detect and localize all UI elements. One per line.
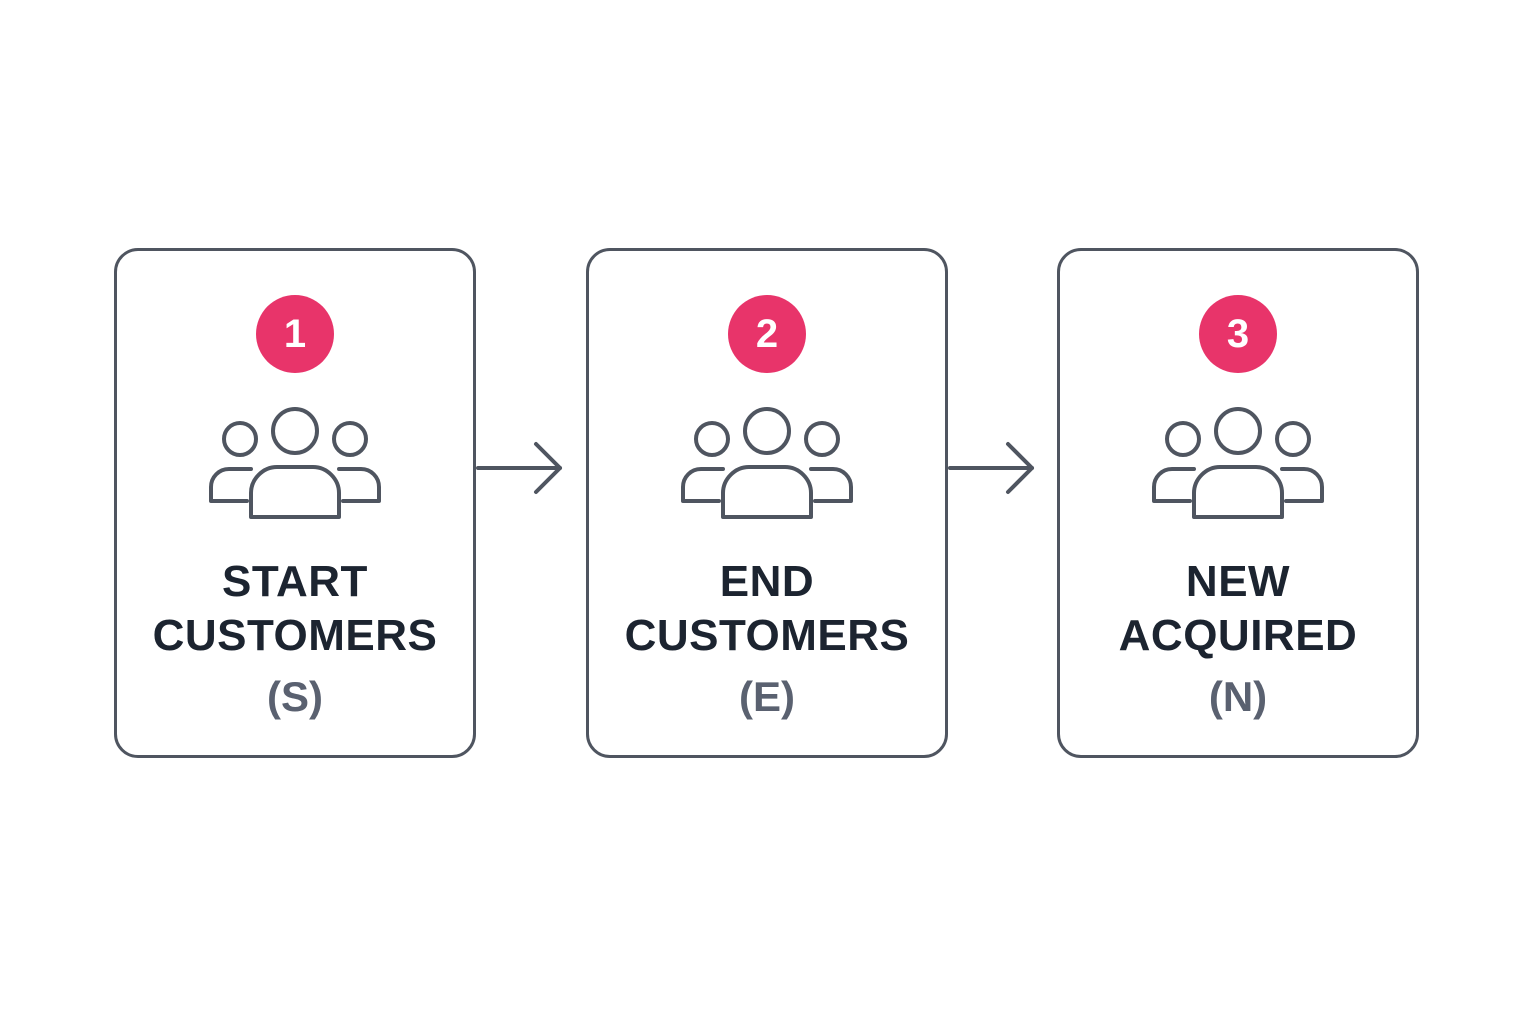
step-number-badge: 3 — [1199, 295, 1277, 373]
step-title: NEW ACQUIRED — [1060, 555, 1416, 663]
people-group-icon — [1152, 407, 1324, 519]
step-card-new-acquired: 3 NEW ACQUIRED (N) — [1057, 248, 1419, 758]
step-title-line1: END — [719, 557, 815, 606]
step-title-line1: NEW — [1185, 557, 1291, 606]
step-title-line2: CUSTOMERS — [152, 611, 438, 660]
arrow-right-icon — [476, 442, 562, 494]
step-symbol: (E) — [739, 673, 795, 720]
step-title: END CUSTOMERS — [589, 555, 945, 663]
step-title-line2: ACQUIRED — [1118, 611, 1358, 660]
step-card-end-customers: 2 END CUSTOMERS (E) — [586, 248, 948, 758]
step-symbol: (N) — [1208, 673, 1268, 720]
arrow-right-icon — [948, 442, 1034, 494]
people-group-icon — [681, 407, 853, 519]
step-title: START CUSTOMERS — [117, 555, 473, 663]
step-number-badge: 2 — [728, 295, 806, 373]
step-title-line1: START — [222, 557, 368, 606]
step-card-start-customers: 1 START CUSTOMERS (S) — [114, 248, 476, 758]
step-symbol: (S) — [267, 673, 323, 720]
people-group-icon — [209, 407, 381, 519]
step-title-line2: CUSTOMERS — [624, 611, 910, 660]
step-number-badge: 1 — [256, 295, 334, 373]
